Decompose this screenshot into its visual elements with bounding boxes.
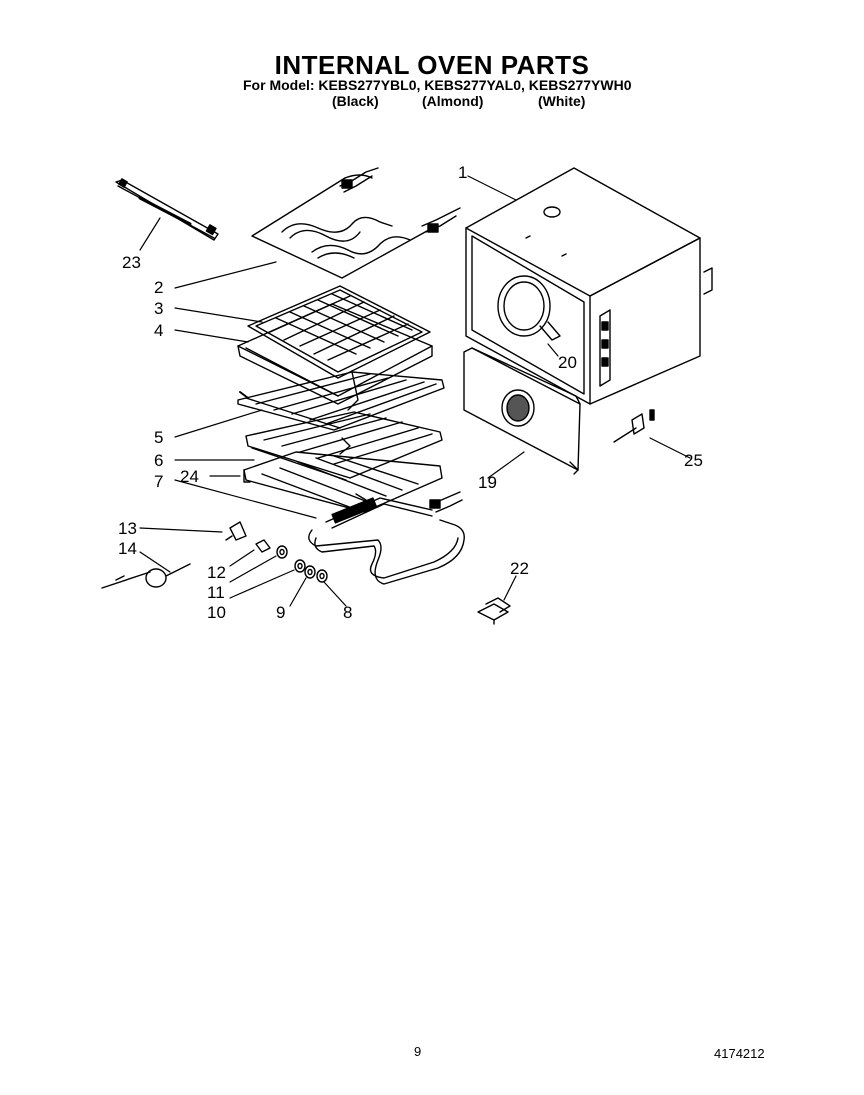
part-10-washer: [294, 559, 306, 573]
callout-7: 7: [154, 472, 163, 491]
model-line: For Model: KEBS277YBL0, KEBS277YAL0, KEB…: [243, 77, 632, 93]
color-almond-label: (Almond): [422, 93, 484, 109]
callout-5: 5: [154, 428, 163, 447]
part-7-bake-element: [308, 491, 465, 585]
callout-24: 24: [180, 467, 199, 486]
color-white-label: (White): [538, 93, 586, 109]
callout-1: 1: [458, 163, 467, 182]
part-24-rack-rail: [243, 451, 443, 513]
callout-8: 8: [343, 603, 352, 622]
callout-14: 14: [118, 539, 137, 558]
part-11-nut: [276, 545, 288, 559]
part-5-oven-rack: [237, 371, 445, 431]
part-19-lower-panel: [463, 347, 581, 475]
part-6-oven-rack: [245, 411, 443, 481]
callout-23: 23: [122, 253, 141, 272]
part-13-clip: [225, 521, 247, 541]
callout-numbers: 1 2 3 4 5 6 7 8 9 10 11 12 13 14 19 20 2…: [118, 163, 703, 622]
callout-10: 10: [207, 603, 226, 622]
callout-13: 13: [118, 519, 137, 538]
callout-6: 6: [154, 451, 163, 470]
part-23-bracket: [115, 178, 219, 241]
callout-12: 12: [207, 563, 226, 582]
document-number: 4174212: [714, 1046, 765, 1061]
part-4-broiler-pan: [237, 303, 433, 405]
callout-20: 20: [558, 353, 577, 372]
callout-4: 4: [154, 321, 163, 340]
callout-3: 3: [154, 299, 163, 318]
part-22-small-bracket: [477, 597, 511, 625]
callout-2: 2: [154, 278, 163, 297]
callout-19: 19: [478, 473, 497, 492]
leader-lines: [139, 175, 691, 607]
part-1-oven-cavity: [465, 167, 713, 405]
page-number: 9: [414, 1044, 422, 1059]
part-25-sensor-probe: [613, 409, 655, 443]
color-black-label: (Black): [332, 93, 379, 109]
part-8-nut: [316, 569, 328, 583]
part-2-broil-element: [251, 167, 461, 279]
callout-22: 22: [510, 559, 529, 578]
callout-11: 11: [207, 583, 225, 602]
part-14-wire-sensor: [101, 563, 191, 589]
page-title: INTERNAL OVEN PARTS: [274, 50, 590, 80]
part-12-sleeve: [255, 539, 271, 553]
part-9-washer: [304, 565, 316, 579]
callout-9: 9: [276, 603, 285, 622]
callout-25: 25: [684, 451, 703, 470]
